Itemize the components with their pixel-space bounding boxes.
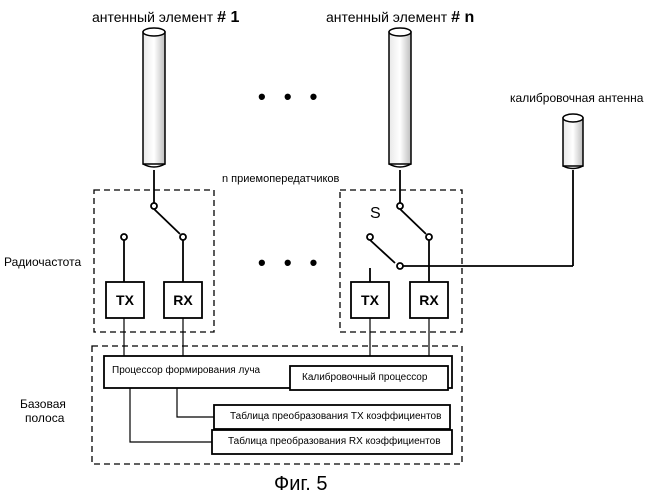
switch-label: S — [370, 206, 381, 222]
baseband-label-line2: полоса — [25, 412, 64, 424]
tx-table-label: Таблица преобразования TX коэффициентов — [230, 412, 441, 422]
table-links — [130, 388, 214, 442]
rx-label-1: RX — [164, 282, 202, 318]
transceivers-label: n приемопередатчиков — [222, 174, 339, 185]
ellipsis-middle: • • • — [258, 252, 323, 274]
rf-baseband-links — [124, 318, 429, 356]
figure-caption: Фиг. 5 — [274, 474, 327, 494]
antenna-n-index: # n — [451, 9, 474, 26]
rf-label: Радиочастота — [4, 256, 81, 268]
calibration-antenna-label: калибровочная антенна — [510, 92, 643, 104]
tx-label-1: TX — [106, 282, 144, 318]
antenna-n-label: антенный элемент# n — [326, 10, 474, 26]
antenna-element-1 — [143, 28, 165, 167]
antenna-element-n — [389, 28, 411, 167]
antenna-n-label-text: антенный элемент — [326, 9, 447, 25]
calibration-processor-label: Калибровочный процессор — [302, 373, 427, 383]
baseband-label-line1: Базовая — [20, 398, 66, 410]
rx-label-n: RX — [410, 282, 448, 318]
beamforming-processor-label: Процессор формирования луча — [112, 366, 260, 376]
switch-1 — [121, 170, 186, 282]
ellipsis-top: • • • — [258, 86, 323, 108]
tx-label-n: TX — [351, 282, 389, 318]
antenna-1-label: антенный элемент# 1 — [92, 10, 239, 26]
switch-n — [367, 170, 573, 282]
calibration-antenna — [563, 114, 583, 169]
antenna-1-label-text: антенный элемент — [92, 9, 213, 25]
antenna-1-index: # 1 — [217, 9, 239, 26]
rx-table-label: Таблица преобразования RX коэффициентов — [228, 437, 441, 447]
